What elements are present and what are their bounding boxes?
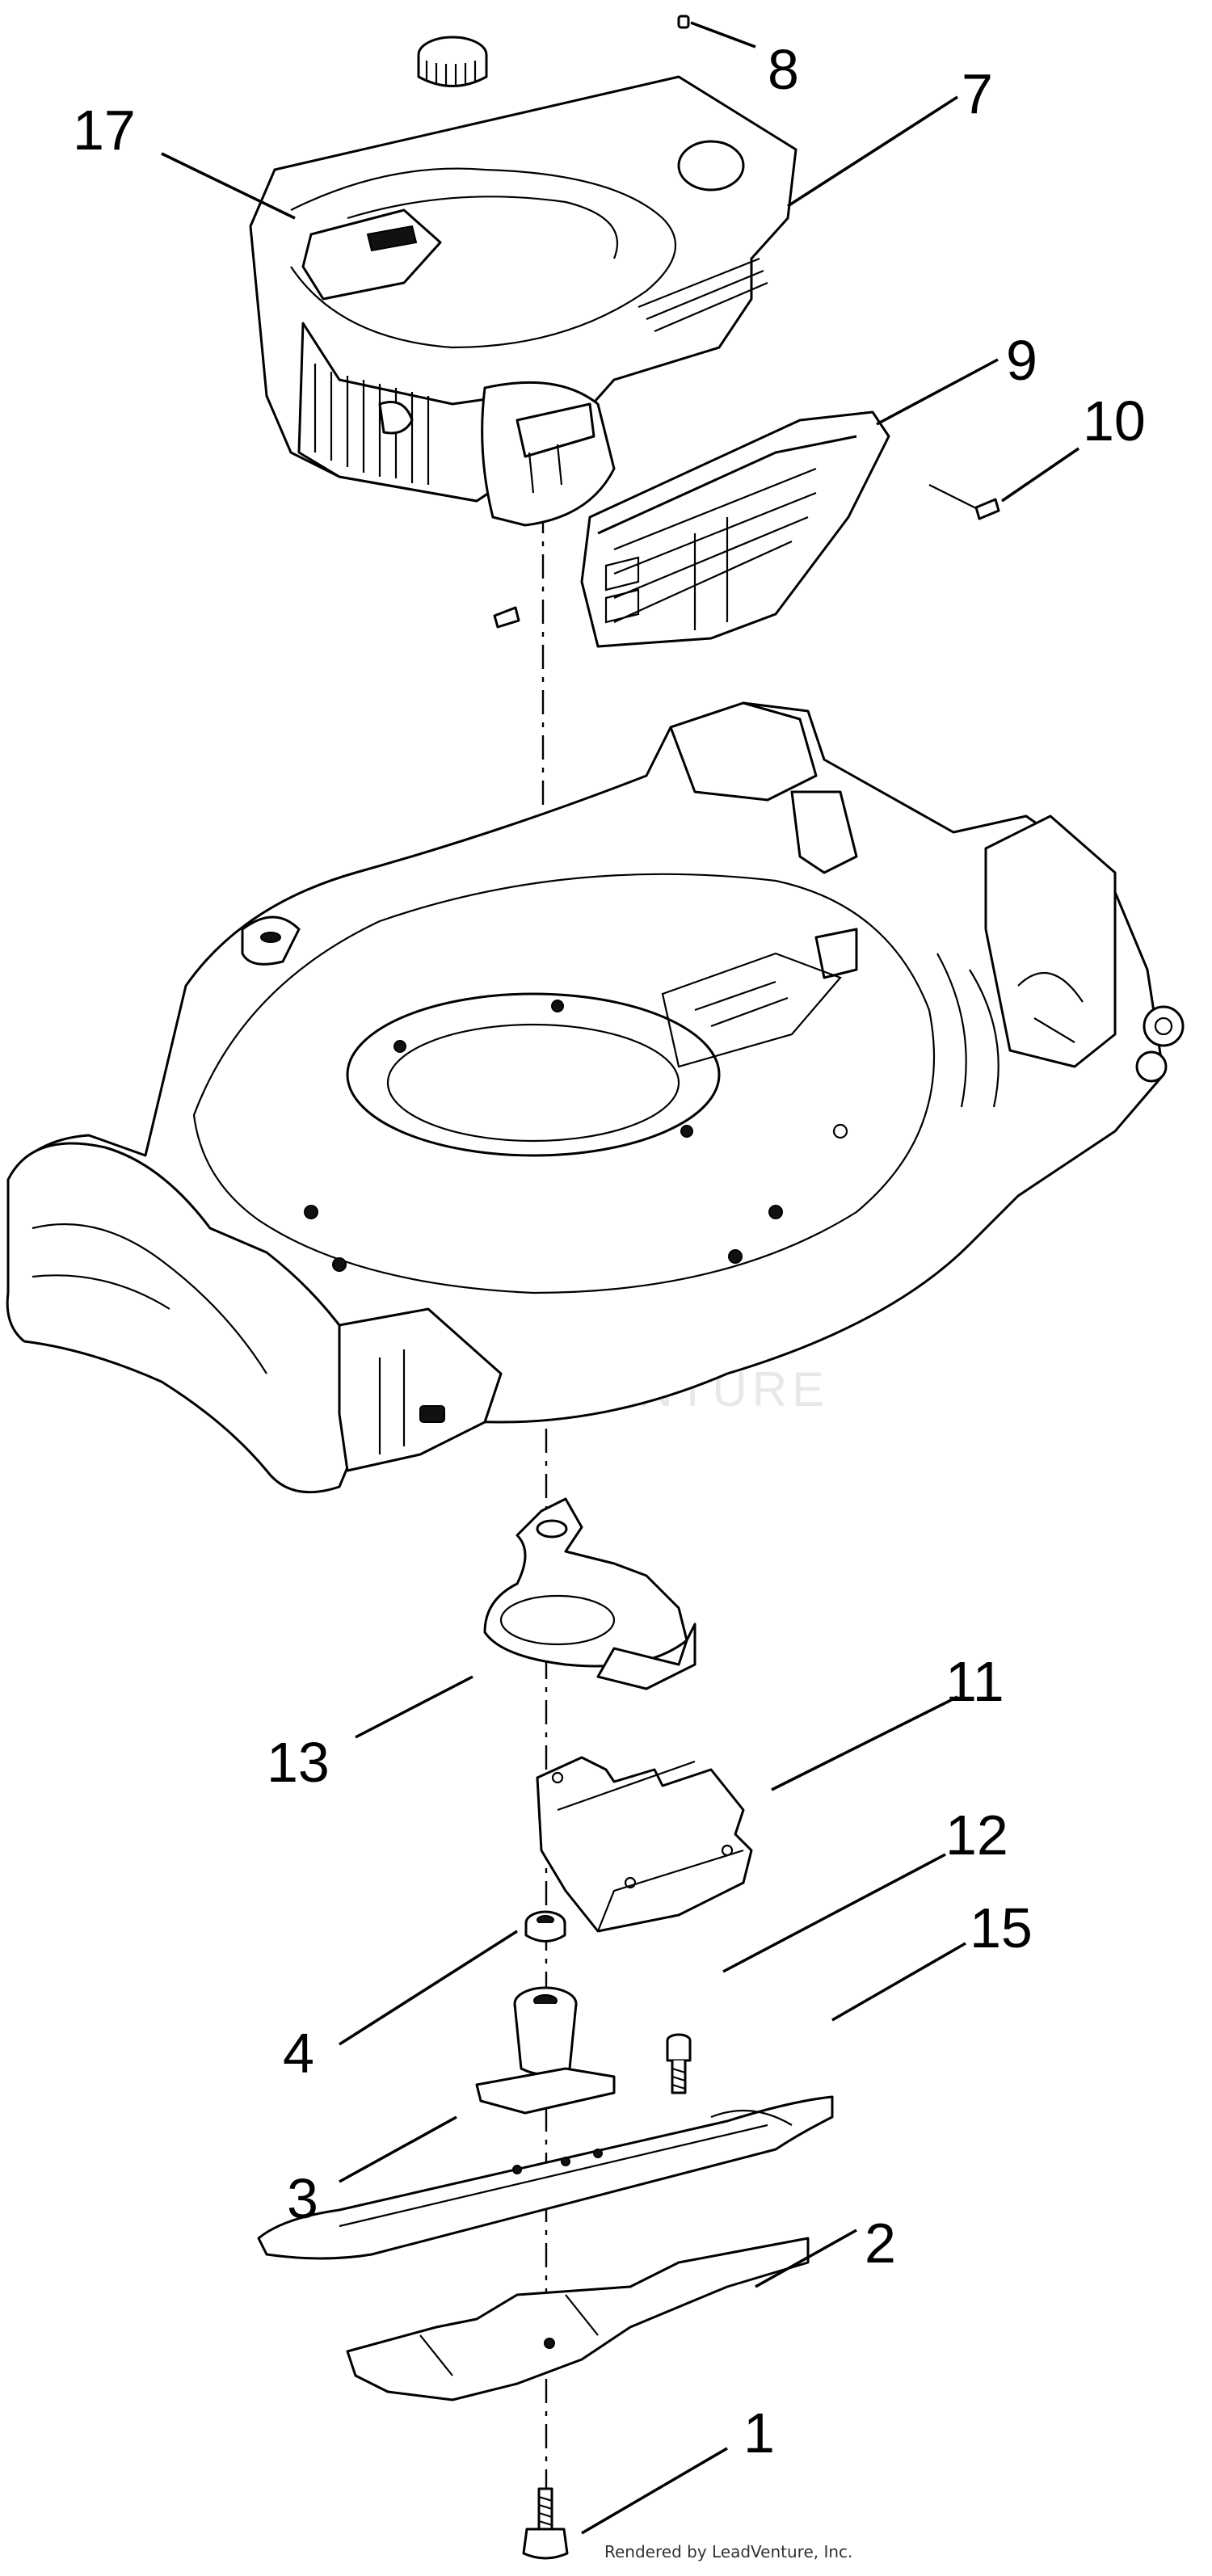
engine-part-7 xyxy=(249,36,797,527)
washer-part-4 xyxy=(524,1910,566,1943)
screw-part-10 xyxy=(928,484,1000,520)
bolt-part-1 xyxy=(522,2487,569,2560)
callout-3: 3 xyxy=(287,2167,318,2230)
callout-1: 1 xyxy=(743,2401,775,2464)
callout-15: 15 xyxy=(970,1896,1033,1959)
leader-lines xyxy=(161,21,1079,2535)
bolt-part-12 xyxy=(666,2033,692,2094)
blade-adapter-part-3 xyxy=(475,1986,616,2115)
callout-13: 13 xyxy=(267,1731,330,1794)
screw-muffler-left xyxy=(493,606,520,629)
callout-8: 8 xyxy=(768,38,799,101)
muffler-guard-part-9 xyxy=(580,410,890,648)
callout-12: 12 xyxy=(945,1804,1008,1867)
callout-17: 17 xyxy=(73,99,136,162)
callout-4: 4 xyxy=(283,2022,314,2085)
screw-part-8 xyxy=(677,15,690,29)
callout-11: 11 xyxy=(945,1650,1004,1713)
callout-2: 2 xyxy=(865,2212,896,2275)
callouts: 17 8 7 9 10 13 11 12 15 4 3 2 1 xyxy=(73,38,1146,2464)
callout-10: 10 xyxy=(1083,389,1146,452)
blade-part-15 xyxy=(257,2095,834,2260)
callout-9: 9 xyxy=(1006,329,1037,392)
mower-deck xyxy=(6,701,1185,1494)
mulch-plate-part-11 xyxy=(536,1756,753,1933)
credit-text: Rendered by LeadVenture, Inc. xyxy=(604,2542,852,2561)
baffle-part-13 xyxy=(483,1497,696,1690)
blade-part-2 xyxy=(346,2237,810,2401)
callout-7: 7 xyxy=(962,62,993,125)
